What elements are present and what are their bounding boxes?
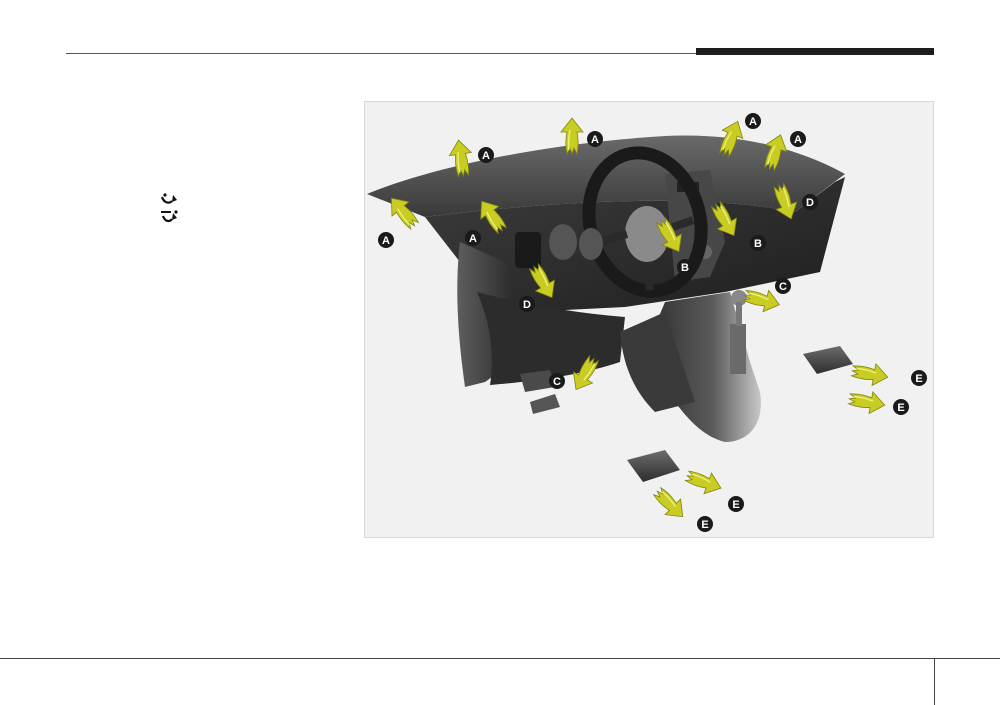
footer-rule (0, 658, 1000, 659)
header-section-tab (696, 48, 934, 55)
svg-text:E: E (897, 402, 904, 414)
svg-text:A: A (469, 233, 477, 245)
callout-e: E (911, 370, 927, 386)
callout-a: A (378, 232, 394, 248)
callout-e: E (893, 399, 909, 415)
svg-text:D: D (806, 197, 814, 209)
floor-vent-icon (160, 193, 177, 204)
callout-d: D (519, 296, 535, 312)
svg-text:A: A (591, 134, 599, 146)
callout-c: C (775, 278, 791, 294)
svg-text:C: C (553, 376, 561, 388)
callout-a: A (478, 147, 494, 163)
callout-c: C (549, 373, 565, 389)
header-rule (66, 53, 934, 54)
svg-text:D: D (523, 299, 531, 311)
callout-a: A (745, 113, 761, 129)
airflow-arrow (849, 359, 891, 389)
callout-d: D (802, 194, 818, 210)
svg-text:E: E (732, 499, 739, 511)
svg-text:A: A (382, 235, 390, 247)
airflow-arrow (846, 387, 888, 417)
floor-defrost-vent-icon (161, 210, 178, 223)
callout-a: A (587, 131, 603, 147)
svg-text:A: A (749, 116, 757, 128)
svg-text:A: A (794, 134, 802, 146)
svg-text:C: C (779, 281, 787, 293)
dashboard-illustration: A A A A A A B B C C D D E E E E (367, 113, 927, 532)
airflow-figure: A A A A A A B B C C D D E E E E (364, 101, 934, 538)
footer-page-divider (934, 658, 935, 705)
callout-e: E (728, 496, 744, 512)
svg-text:B: B (681, 262, 689, 274)
callout-e: E (697, 516, 713, 532)
callout-badges: A A A A A A B B C C D D E E E E (378, 113, 927, 532)
svg-text:E: E (701, 519, 708, 531)
callout-a: A (790, 131, 806, 147)
svg-text:B: B (754, 238, 762, 250)
callout-a: A (465, 230, 481, 246)
callout-b: B (677, 259, 693, 275)
svg-text:E: E (915, 373, 922, 385)
airflow-arrow (682, 464, 726, 500)
callout-b: B (750, 235, 766, 251)
svg-text:A: A (482, 150, 490, 162)
airflow-arrow (648, 482, 692, 526)
